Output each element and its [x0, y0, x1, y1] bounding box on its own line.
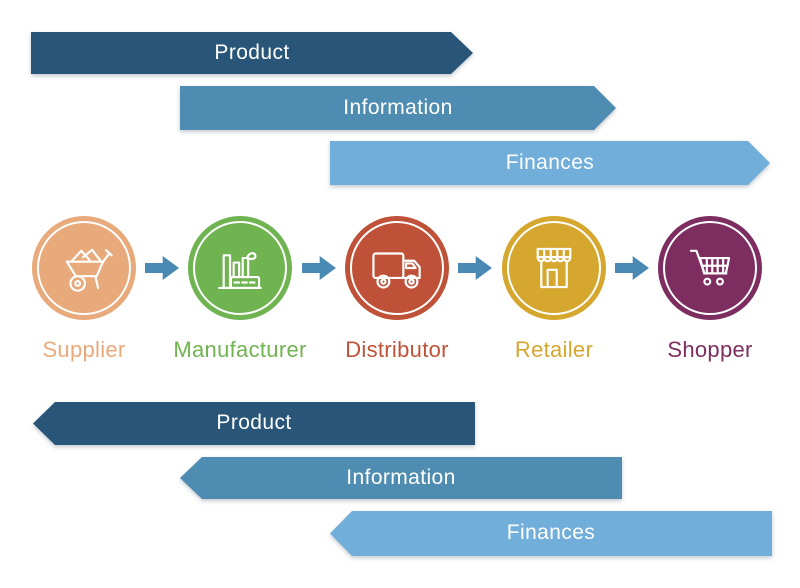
banner-shape: Product	[33, 402, 475, 445]
flow-banner-product-forward: Product	[31, 32, 473, 74]
banner-label-product: Product	[214, 40, 290, 64]
banner-shape: Information	[180, 457, 622, 499]
banner-label-finances: Finances	[505, 150, 595, 174]
stage-manufacturer: Manufacturer	[170, 216, 310, 363]
distributor-circle	[345, 216, 449, 320]
stage-distributor: Distributor	[327, 216, 467, 363]
banner-label-finances: Finances	[506, 521, 596, 544]
banner-label-information: Information	[346, 465, 456, 489]
flow-banner-information-forward: Information	[180, 86, 616, 130]
stage-supplier: Supplier	[14, 216, 154, 363]
stage-label-manufacturer: Manufacturer	[173, 337, 307, 362]
manufacturer-circle	[188, 216, 292, 320]
banner-label-product: Product	[216, 411, 292, 434]
shopper-circle	[658, 216, 762, 320]
banner-label-information: Information	[343, 95, 453, 119]
banner-shape: Information	[180, 86, 616, 130]
stage-retailer: Retailer	[484, 216, 624, 363]
flow-banner-finances-forward: Finances	[330, 141, 770, 185]
retailer-circle	[502, 216, 606, 320]
stage-label-retailer: Retailer	[514, 337, 594, 362]
factory-icon	[218, 252, 262, 290]
flow-banner-finances-reverse: Finances	[330, 511, 772, 556]
stage-shopper: Shopper	[640, 216, 780, 363]
banner-shape: Product	[31, 32, 473, 74]
stage-label-supplier: Supplier	[42, 337, 126, 362]
flow-banner-information-reverse: Information	[180, 457, 622, 499]
supplier-circle	[32, 216, 136, 320]
banner-shape: Finances	[330, 141, 770, 185]
shopping-cart-icon	[689, 249, 731, 286]
delivery-truck-icon	[372, 252, 421, 289]
stage-label-distributor: Distributor	[345, 337, 449, 362]
flow-banner-product-reverse: Product	[33, 402, 475, 445]
storefront-icon	[536, 247, 572, 289]
banner-shape: Finances	[330, 511, 772, 556]
wheelbarrow-icon	[65, 248, 113, 292]
stage-label-shopper: Shopper	[667, 337, 753, 362]
